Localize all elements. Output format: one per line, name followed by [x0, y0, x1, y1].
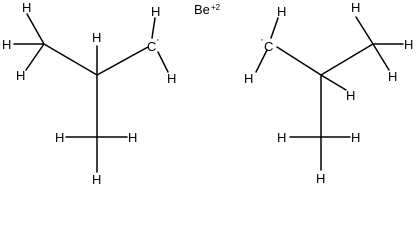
- beryllium-ion: Be +2: [194, 2, 221, 17]
- bond-c-h: [151, 17, 156, 39]
- bond-c-c: [43, 43, 98, 76]
- bond-c-h: [270, 17, 279, 39]
- radical-carbon-atom: C: [264, 39, 273, 54]
- radical-dot: ·: [156, 34, 160, 46]
- hydrogen-atom: H: [92, 172, 101, 187]
- hydrogen-atom: H: [2, 37, 11, 52]
- hydrogen-atom: H: [316, 171, 325, 186]
- right-fragment-bonds: [255, 16, 404, 171]
- bond-c-h: [320, 74, 347, 91]
- hydrogen-atom: H: [22, 0, 31, 15]
- hydrogen-atom: H: [244, 71, 253, 86]
- bond-c-h: [157, 51, 169, 73]
- hydrogen-atom: H: [128, 130, 137, 145]
- bond-c-h: [372, 43, 390, 71]
- radical-carbon-atom: C: [147, 39, 156, 54]
- bond-c-c: [320, 43, 374, 76]
- bond-c-c: [276, 46, 322, 76]
- beryllium-charge: +2: [211, 3, 221, 12]
- bond-c-h: [355, 16, 374, 45]
- left-fragment-atoms: H H H H H C · H H H H: [2, 0, 176, 187]
- hydrogen-atom: H: [277, 130, 286, 145]
- bond-c-h: [255, 49, 268, 73]
- hydrogen-atom: H: [277, 4, 286, 19]
- hydrogen-atom: H: [92, 30, 101, 45]
- hydrogen-atom: H: [151, 4, 160, 19]
- right-fragment-atoms: H · C H H H H H H H H: [244, 0, 413, 186]
- radical-dot: ·: [260, 34, 264, 46]
- hydrogen-atom: H: [351, 130, 360, 145]
- left-fragment-bonds: [13, 13, 169, 173]
- structure-diagram: H H H H H C · H H H H Be +2: [2, 0, 413, 187]
- beryllium-symbol: Be: [194, 2, 210, 17]
- hydrogen-atom: H: [16, 68, 25, 83]
- bond-c-h: [26, 13, 45, 45]
- hydrogen-atom: H: [346, 88, 355, 103]
- hydrogen-atom: H: [351, 0, 360, 15]
- hydrogen-atom: H: [167, 71, 176, 86]
- bond-c-h: [25, 43, 45, 71]
- hydrogen-atom: H: [55, 130, 64, 145]
- bond-c-c: [96, 46, 149, 76]
- hydrogen-atom: H: [388, 69, 397, 84]
- hydrogen-atom: H: [404, 37, 413, 52]
